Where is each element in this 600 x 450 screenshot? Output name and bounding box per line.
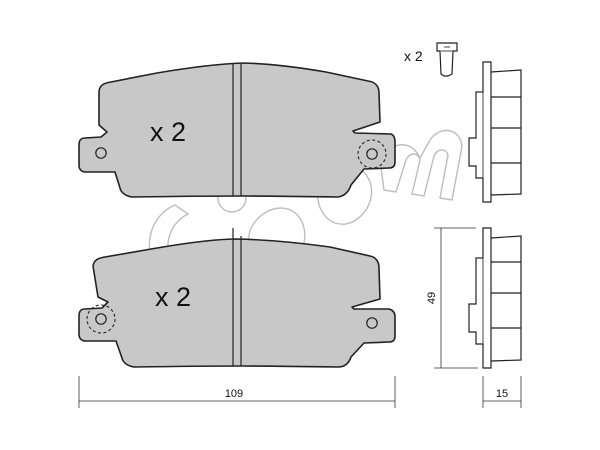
pin-quantity-label: x 2 <box>404 48 423 64</box>
width-dimension-value: 109 <box>225 388 243 400</box>
width-dimension: 109 <box>78 376 396 408</box>
brake-pad-bottom: x 2 <box>78 228 396 368</box>
thickness-dimension: 15 <box>482 376 522 408</box>
pad-side-view-top <box>468 61 522 203</box>
bottom-pad-quantity-label: x 2 <box>155 282 191 312</box>
height-dimension-value: 49 <box>426 292 438 304</box>
guide-pin: x 2 <box>404 42 458 77</box>
pad-side-view-bottom <box>468 227 522 369</box>
height-dimension: 49 <box>426 227 478 369</box>
brake-pad-top: x 2 <box>78 62 396 198</box>
top-pad-quantity-label: x 2 <box>150 117 186 147</box>
thickness-dimension-value: 15 <box>496 388 508 400</box>
